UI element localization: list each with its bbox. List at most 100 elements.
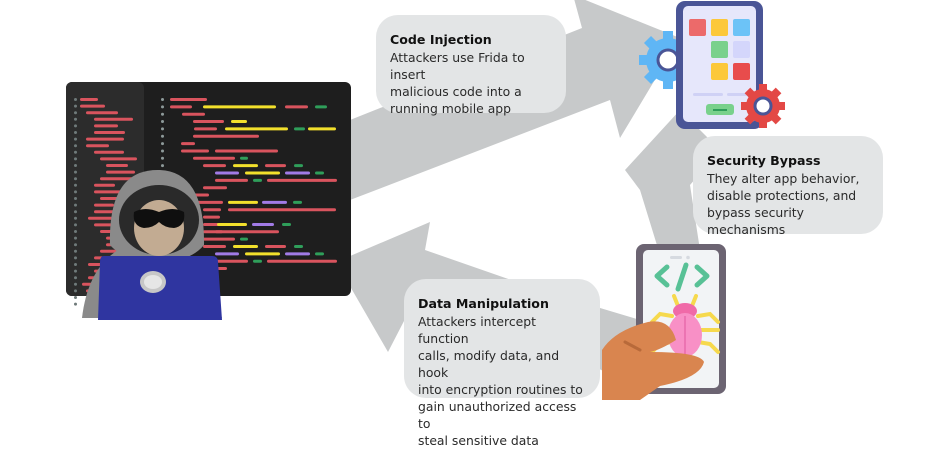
line-number bbox=[74, 263, 77, 266]
hacker-mask-icon bbox=[133, 209, 185, 228]
step-title: Data Manipulation bbox=[418, 296, 549, 311]
code-line bbox=[94, 203, 114, 207]
line-number bbox=[74, 137, 77, 141]
code-line bbox=[245, 171, 280, 175]
line-number bbox=[74, 104, 77, 108]
line-number bbox=[74, 256, 77, 260]
line-number bbox=[161, 105, 164, 109]
gear-tooth bbox=[663, 31, 673, 40]
line-number bbox=[161, 134, 164, 138]
step-description: They alter app behavior, disable protect… bbox=[707, 171, 860, 237]
diagram-canvas bbox=[66, 0, 785, 400]
line-number bbox=[74, 124, 77, 128]
line-number bbox=[74, 131, 77, 134]
code-line bbox=[170, 105, 192, 109]
line-number bbox=[74, 183, 77, 187]
code-line bbox=[94, 223, 113, 227]
code-line bbox=[265, 164, 286, 168]
hand bbox=[602, 321, 704, 400]
code-line bbox=[282, 222, 291, 226]
code-line bbox=[231, 120, 247, 124]
line-number bbox=[161, 127, 164, 131]
code-line bbox=[315, 171, 324, 175]
gear-tooth bbox=[663, 80, 673, 89]
gear-tooth bbox=[770, 113, 782, 125]
app-phone-illustration bbox=[639, 1, 785, 129]
line-number bbox=[74, 236, 77, 240]
line-number bbox=[74, 164, 77, 167]
phone-speaker bbox=[670, 256, 682, 259]
line-number bbox=[74, 177, 77, 181]
code-line bbox=[215, 252, 239, 256]
code-line bbox=[315, 105, 327, 109]
code-line bbox=[203, 245, 226, 248]
code-line bbox=[94, 183, 115, 187]
code-line bbox=[294, 127, 305, 131]
code-line bbox=[193, 120, 224, 124]
code-line bbox=[203, 164, 226, 168]
code-line bbox=[293, 200, 302, 204]
phone-app-button-line bbox=[713, 109, 727, 111]
code-line bbox=[181, 149, 209, 153]
line-number bbox=[74, 276, 77, 280]
code-line bbox=[285, 252, 310, 256]
line-number bbox=[74, 117, 77, 121]
code-line bbox=[193, 156, 235, 160]
app-tile bbox=[733, 63, 750, 80]
code-line bbox=[217, 222, 247, 226]
code-line bbox=[86, 137, 124, 141]
hand-crease bbox=[623, 340, 642, 352]
red-gear-icon bbox=[741, 84, 785, 128]
code-line bbox=[225, 127, 288, 131]
line-number bbox=[74, 111, 77, 115]
code-line bbox=[228, 200, 258, 204]
line-number bbox=[74, 216, 77, 220]
app-tile bbox=[711, 41, 728, 58]
code-line bbox=[194, 127, 217, 131]
step-card-security-bypass: Security Bypass They alter app behavior,… bbox=[693, 136, 883, 237]
code-tag-icon bbox=[654, 262, 710, 292]
code-line bbox=[193, 200, 223, 204]
app-tile bbox=[711, 63, 728, 80]
gear-tooth bbox=[643, 70, 658, 85]
code-line bbox=[285, 171, 310, 175]
phone-text-bar bbox=[693, 93, 723, 96]
code-line bbox=[94, 124, 118, 128]
line-number bbox=[161, 156, 164, 160]
line-number bbox=[161, 142, 164, 146]
line-number bbox=[74, 197, 77, 200]
code-line bbox=[262, 200, 287, 204]
gear-tooth bbox=[643, 35, 658, 50]
app-tile bbox=[689, 19, 706, 36]
line-number bbox=[161, 98, 164, 101]
phone-text-bar bbox=[727, 93, 747, 96]
code-line bbox=[294, 164, 303, 168]
code-line bbox=[267, 259, 337, 263]
line-number bbox=[74, 170, 77, 174]
line-number bbox=[74, 203, 77, 207]
code-line bbox=[233, 245, 258, 248]
code-line bbox=[203, 215, 220, 219]
code-line bbox=[203, 208, 221, 212]
line-number bbox=[161, 164, 164, 168]
gear-tooth bbox=[770, 87, 782, 99]
line-number bbox=[74, 289, 77, 293]
code-line bbox=[86, 144, 109, 148]
code-line bbox=[193, 134, 259, 138]
code-line bbox=[94, 117, 133, 121]
gear-tooth bbox=[759, 84, 767, 91]
step-description: Attackers intercept function calls, modi… bbox=[418, 314, 583, 448]
code-line bbox=[285, 105, 308, 109]
code-line bbox=[252, 222, 274, 226]
gear-tooth bbox=[759, 121, 767, 128]
code-line bbox=[94, 150, 124, 154]
code-line bbox=[267, 178, 337, 182]
code-line bbox=[215, 178, 248, 182]
code-line bbox=[294, 245, 303, 248]
line-number bbox=[74, 157, 77, 161]
line-number bbox=[74, 190, 77, 194]
code-line bbox=[245, 252, 280, 256]
phone-camera bbox=[686, 255, 690, 260]
code-line bbox=[215, 259, 248, 263]
line-number bbox=[74, 223, 77, 227]
